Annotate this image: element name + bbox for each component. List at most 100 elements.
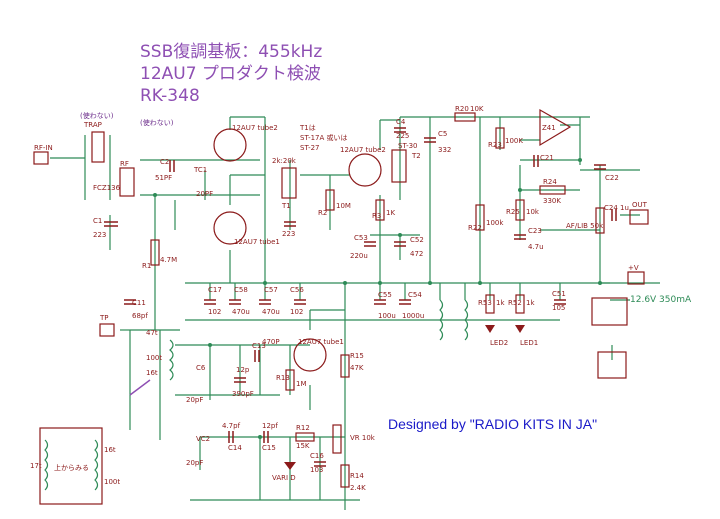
title-line-1: SSB復調基板：455kHz	[140, 42, 323, 62]
label-r3: R3	[372, 212, 381, 220]
label-47t: 47t	[146, 329, 158, 337]
resistor-r22	[475, 204, 485, 231]
label-c17-value: 102	[208, 308, 221, 316]
label-t1: T1	[281, 202, 291, 210]
label-r23: R23	[488, 141, 502, 149]
label-varicap: VARI D	[272, 474, 296, 482]
label-100t: 100t	[146, 354, 162, 362]
label-t1-note-3: ST-27	[300, 144, 320, 152]
label-psu-rating: 12.6V 350mA	[630, 295, 692, 305]
label-tc1-value: 20PF	[196, 190, 213, 198]
label-tp: TP	[99, 314, 109, 322]
junction-dots	[153, 158, 602, 439]
label-out: OUT	[632, 201, 648, 209]
label-c58-value: 470u	[232, 308, 250, 316]
label-r14: R14	[350, 472, 364, 480]
tube3-product-detector-symbol	[348, 153, 382, 187]
rf-coil	[119, 167, 135, 197]
label-rf-in: RF-IN	[34, 144, 53, 152]
coil-inset	[39, 427, 103, 505]
label-c58: C58	[234, 286, 248, 294]
designer-credit: Designed by "RADIO KITS IN JA"	[388, 416, 598, 432]
label-c12: 12p	[236, 366, 250, 374]
label-c6-value: 20pF	[186, 396, 203, 404]
label-fcz: FCZ136	[93, 184, 121, 192]
title-line-3: RK-348	[140, 86, 200, 106]
power-block	[591, 297, 628, 326]
label-r23-value: 100K	[505, 137, 523, 145]
label-opamp: Z41	[542, 124, 556, 132]
tube1-vfo-symbol	[293, 338, 327, 372]
label-c3-value: 223	[282, 230, 295, 238]
label-c6: C6	[196, 364, 206, 372]
resistor-r52	[515, 294, 525, 314]
label-r3-value: 1K	[386, 209, 395, 217]
label-r13: R13	[276, 374, 290, 382]
label-tube1: 12AU7 tube1	[234, 238, 280, 246]
resistor-r1	[150, 239, 160, 266]
label-c57: C57	[264, 286, 278, 294]
label-c56: C56	[290, 286, 304, 294]
label-r2-value: 10M	[336, 202, 351, 210]
label-r53: R53	[478, 299, 492, 307]
label-t1-ratio: 2k:20k	[272, 157, 297, 165]
label-r15-value: 47K	[350, 364, 364, 372]
label-c55-value: 100u	[378, 312, 396, 320]
label-r25-value: 10k	[526, 208, 540, 216]
label-c22: C22	[605, 174, 619, 182]
label-af-volume: AF/LIB 50k	[566, 222, 604, 230]
tube2-upper-symbol	[213, 128, 247, 162]
diode-bridge	[597, 351, 627, 379]
component-symbols	[33, 108, 649, 505]
label-st30: ST-30	[398, 142, 418, 150]
label-r14-value: 2.4K	[350, 484, 366, 492]
label-c53-value: 220u	[350, 252, 368, 260]
label-c11-value: 68pf	[132, 312, 148, 320]
label-r20-value: 10K	[470, 105, 484, 113]
label-c13-value: 470P	[262, 338, 280, 346]
label-c1: C1	[93, 217, 102, 225]
label-tube2: 12AU7 tube2	[232, 124, 278, 132]
tube1-lower-symbol	[213, 211, 247, 245]
vplus-connector[interactable]	[627, 271, 645, 285]
label-t1-note-1: T1は	[299, 124, 316, 132]
label-c15: C15	[262, 444, 276, 452]
label-c56-value: 102	[290, 308, 303, 316]
label-16t: 16t	[146, 369, 158, 377]
label-r22-value: 100k	[486, 219, 504, 227]
opamp-symbol	[539, 108, 572, 147]
resistor-r12	[295, 432, 315, 442]
capacitor-symbols	[104, 127, 617, 467]
rf-in-connector[interactable]	[33, 151, 49, 165]
out-connector[interactable]	[629, 209, 649, 225]
label-c4-value: 225	[396, 132, 409, 140]
label-r53-value: 1k	[496, 299, 505, 307]
transformer-t2	[391, 149, 407, 183]
label-c24-value: 1u	[620, 204, 629, 212]
label-vc2-value: 20pF	[186, 459, 203, 467]
component-labels: RF-IN (使わない) TRAP (使わない) RF FCZ136 C2 51…	[30, 105, 648, 492]
varicap-symbol	[284, 462, 296, 470]
label-c55: C55	[378, 291, 392, 299]
resistor-r2	[325, 189, 335, 211]
label-c2-value: 51PF	[155, 174, 172, 182]
label-t2: T2	[411, 152, 421, 160]
tp-connector[interactable]	[99, 323, 115, 337]
trap-coil	[91, 131, 105, 163]
label-led1: LED1	[520, 339, 538, 347]
label-c14-value: 4.7pf	[222, 422, 241, 430]
label-c5-value: 332	[438, 146, 451, 154]
resistor-r53	[485, 294, 495, 314]
label-c24: C24	[604, 204, 618, 212]
label-c51-value: 105	[552, 304, 565, 312]
potentiometer-af	[595, 207, 605, 234]
label-vr: VR 10k	[350, 434, 376, 442]
inductor-symbols	[44, 299, 469, 491]
label-r12-value: 15K	[296, 442, 310, 450]
led1-symbol	[515, 325, 525, 333]
label-rf: RF	[120, 160, 129, 168]
label-r12: R12	[296, 424, 310, 432]
label-c12-value: 390pF	[232, 390, 254, 398]
label-c4: C4	[396, 118, 406, 126]
label-c15-value: 12pf	[262, 422, 278, 430]
